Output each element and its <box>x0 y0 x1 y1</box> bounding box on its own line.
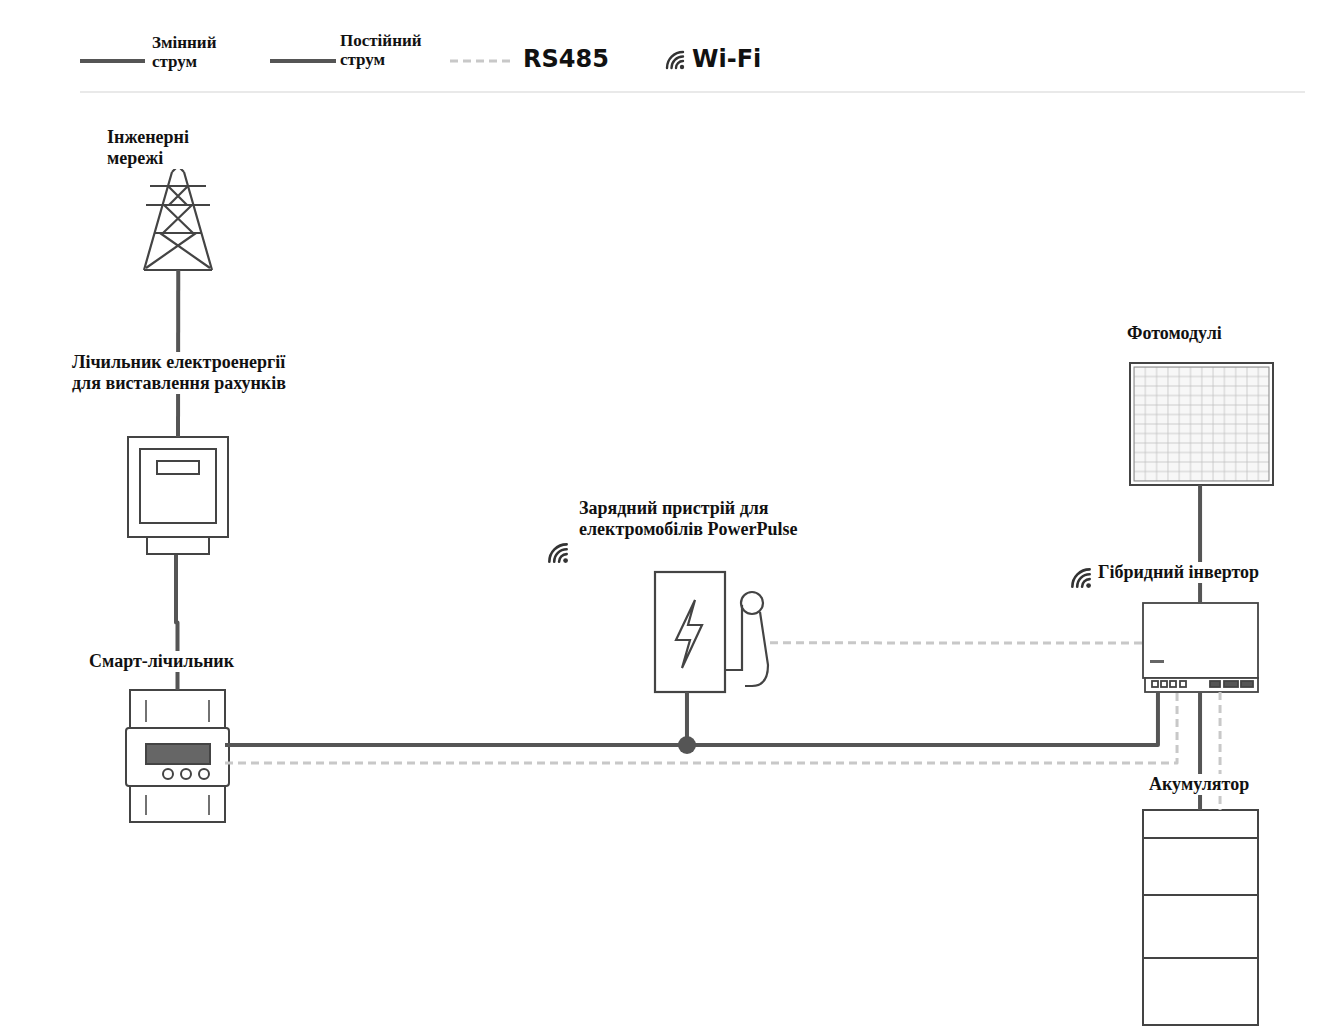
wire-connector <box>225 692 1158 745</box>
wire-connector <box>225 692 1177 763</box>
junction-dot <box>678 736 696 754</box>
wire-connector <box>1198 485 1202 603</box>
legend-line-sample <box>80 59 145 63</box>
wifi-icon <box>549 544 568 563</box>
device-label: Гібридний інвертор <box>1096 562 1261 583</box>
device-label: Смарт-лічильник <box>87 651 236 672</box>
legend-line-sample <box>450 60 515 63</box>
wire-connector <box>225 692 687 745</box>
smart-meter-symbol <box>126 690 229 822</box>
device-label: Зарядний пристрій для електромобілів Pow… <box>577 498 871 540</box>
device-label: Лічильник електроенергії для виставлення… <box>70 352 296 394</box>
legend-text: Змінний струм <box>152 33 247 71</box>
pv-panel-symbol <box>1130 363 1273 485</box>
inverter-symbol <box>1143 603 1258 692</box>
wifi-icon <box>1072 569 1091 588</box>
device-node: Смарт-лічильник <box>130 690 225 822</box>
device-node: Зарядний пристрій для електромобілів Pow… <box>655 572 770 692</box>
legend-text: RS485 <box>523 44 609 74</box>
legend-text: Wi-Fi <box>692 44 761 74</box>
device-node: Інженерні мережі <box>140 170 215 270</box>
device-node: Лічильник електроенергії для виставлення… <box>128 437 228 555</box>
legend-line-sample <box>270 59 336 63</box>
device-node: Гібридний інвертор <box>1143 603 1258 692</box>
wire-connector <box>770 641 1143 644</box>
device-node: Акумулятор <box>1143 810 1258 1025</box>
device-label: Інженерні мережі <box>105 127 214 169</box>
wifi-icon <box>667 52 684 69</box>
tower-symbol <box>144 166 212 270</box>
device-node: Фотомодулі <box>1130 363 1273 485</box>
legend-text: Постійний струм <box>340 31 440 69</box>
device-label: Фотомодулі <box>1125 323 1224 344</box>
meter-symbol <box>128 437 228 554</box>
device-label: Акумулятор <box>1147 774 1251 795</box>
battery-symbol <box>1143 810 1258 1025</box>
rule <box>80 91 1305 93</box>
charger-symbol <box>655 572 768 692</box>
